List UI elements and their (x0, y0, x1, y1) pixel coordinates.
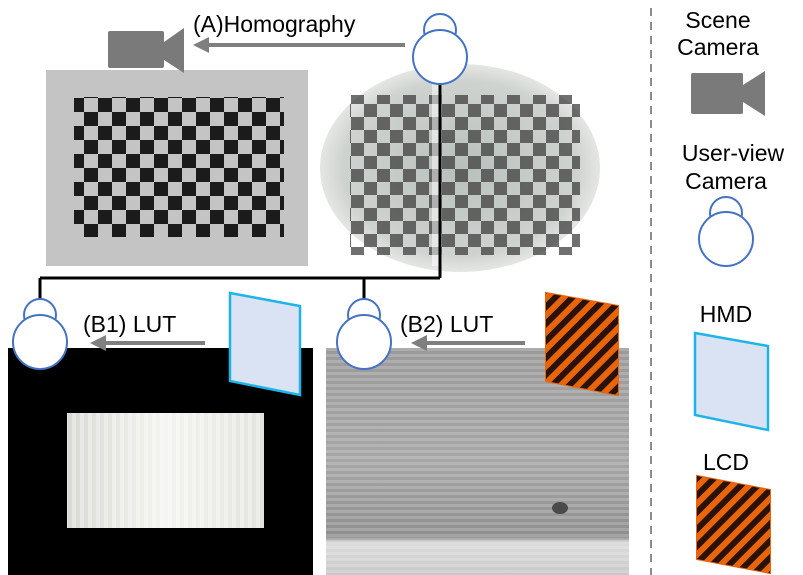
scene-camera-photo (46, 70, 308, 266)
hmd-panel-icon (228, 291, 302, 397)
legend-hmd-label: HMD (700, 301, 752, 327)
scene-camera-icon (108, 28, 184, 73)
homography-label: (A)Homography (193, 11, 356, 37)
legend-lcd-label: LCD (703, 449, 749, 475)
legend-user-view-camera-label: Camera (685, 168, 767, 194)
user-view-camera-icon (336, 298, 392, 370)
user-view-camera-icon (412, 13, 468, 85)
arrow-b1 (90, 335, 205, 351)
arrow-b2 (411, 335, 525, 351)
lcd-panel-icon (545, 291, 619, 397)
legend: Scene Camera User-view Camera HMD LCD (677, 7, 785, 575)
b2-lut-photo (326, 348, 629, 575)
legend-scene-camera-label: Camera (677, 34, 759, 60)
b2-lut-label: (B2) LUT (400, 311, 493, 337)
legend-hmd-icon (693, 331, 770, 432)
arrow-homography (193, 37, 405, 53)
legend-lcd-icon (696, 474, 771, 575)
legend-scene-camera-icon (691, 71, 765, 116)
legend-scene-label: Scene (685, 7, 750, 33)
user-view-photo (320, 64, 600, 272)
legend-user-view-label: User-view (682, 140, 785, 166)
b1-lut-label: (B1) LUT (83, 311, 176, 337)
legend-user-view-camera-icon (698, 196, 754, 267)
user-view-camera-icon (12, 298, 68, 370)
